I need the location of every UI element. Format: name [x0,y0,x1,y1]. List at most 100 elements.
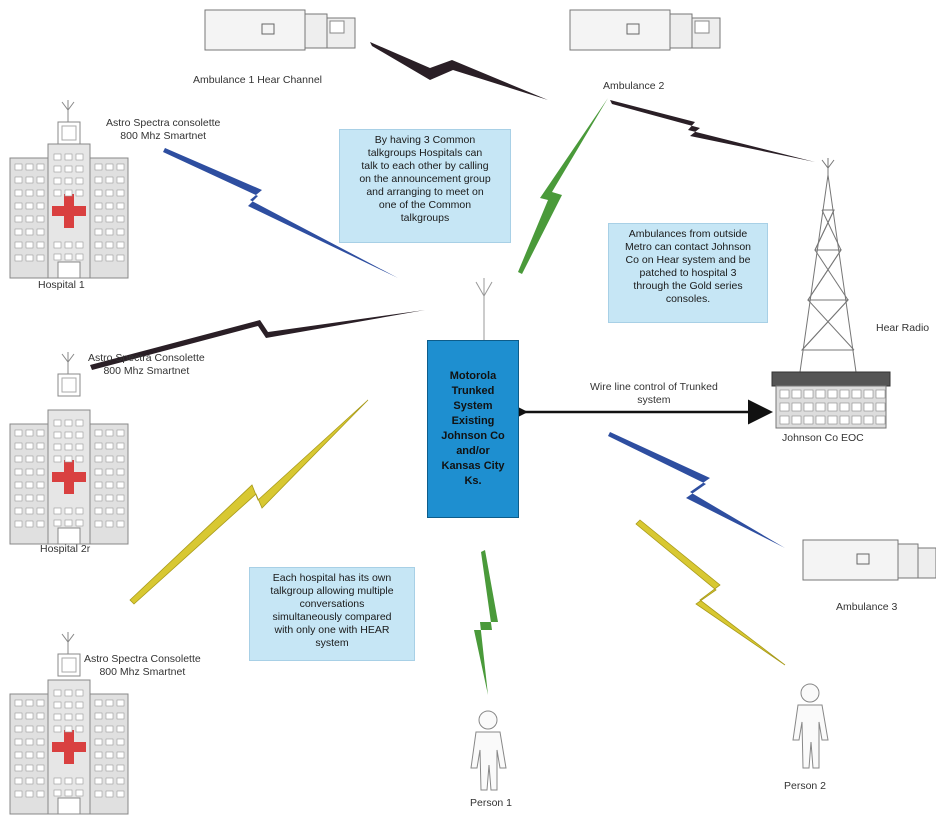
window [25,494,34,502]
console-2-model: Astro Spectra Consolette [88,352,205,364]
window [14,481,23,489]
window [53,253,62,261]
window [64,777,73,785]
window [94,520,103,528]
window [14,777,23,785]
note-line: and arranging to meet on [366,186,484,198]
window [36,228,45,236]
person-2-label: Person 2 [784,780,827,792]
window [64,177,73,185]
window [14,699,23,707]
core-antenna-icon [475,278,493,340]
window [64,431,73,439]
core-line: Kansas City [441,460,505,472]
window [14,189,23,197]
core-line: and/or [456,445,490,457]
window [14,254,23,262]
window [116,790,125,798]
ambulance-3-icon [802,539,936,581]
window [53,431,62,439]
window [53,165,62,173]
window [105,764,114,772]
note-line: consoles. [665,293,711,305]
window [116,712,125,720]
hospital-1-label: Hospital 1 [38,279,85,291]
window [14,202,23,210]
window [94,163,103,171]
window [105,738,114,746]
eoc-window [827,415,838,425]
eoc-window [851,415,862,425]
window [116,481,125,489]
johnson-eoc-label: Johnson Co EOC [782,432,864,444]
eoc-window [779,402,790,412]
window [36,481,45,489]
window [94,507,103,515]
window [116,163,125,171]
window [64,789,73,797]
window [105,725,114,733]
window [36,790,45,798]
window [25,699,34,707]
window [36,189,45,197]
note-line: one of the Common [378,199,472,211]
window [94,725,103,733]
eoc-window [791,402,802,412]
window [25,790,34,798]
window [25,507,34,515]
window [64,253,73,261]
window [25,712,34,720]
window [94,468,103,476]
window [53,419,62,427]
note-line: through the Gold series [633,280,743,292]
window [53,789,62,797]
window [116,215,125,223]
window [53,455,62,463]
window [94,751,103,759]
bolt-hospital2-core [90,310,425,370]
window [116,507,125,515]
eoc-window [875,402,886,412]
window [75,519,84,527]
window [94,494,103,502]
window [53,777,62,785]
window [116,699,125,707]
window [105,777,114,785]
window [75,689,84,697]
window [116,494,125,502]
window [36,712,45,720]
ambulance-2-icon [569,9,721,51]
window [75,443,84,451]
bolt-core-ambulance3 [608,432,785,548]
bolt-core-ambulance2 [518,98,608,274]
eoc-window [779,389,790,399]
window [75,777,84,785]
eoc-window [863,402,874,412]
eoc-window [875,415,886,425]
radio-tower-icon [799,158,857,373]
window [75,455,84,463]
window [36,241,45,249]
window [25,228,34,236]
eoc-window [839,389,850,399]
window [116,725,125,733]
note-line: patched to hospital 3 [639,267,737,279]
eoc-window [863,415,874,425]
window [105,507,114,515]
note-line: talk to each other by calling [361,160,489,172]
bolt-core-person1 [474,550,498,695]
eoc-window [851,402,862,412]
window [105,468,114,476]
window [75,713,84,721]
window [94,790,103,798]
note-line: with only one with HEAR [274,624,390,636]
note-line: conversations [299,598,365,610]
core-line: Johnson Co [441,430,505,442]
window [25,215,34,223]
trunked-system-box: Motorola Trunked System Existing Johnson… [427,340,519,518]
window [75,189,84,197]
window [14,228,23,236]
ambulance-1-icon [204,9,356,51]
window [36,699,45,707]
window [64,701,73,709]
